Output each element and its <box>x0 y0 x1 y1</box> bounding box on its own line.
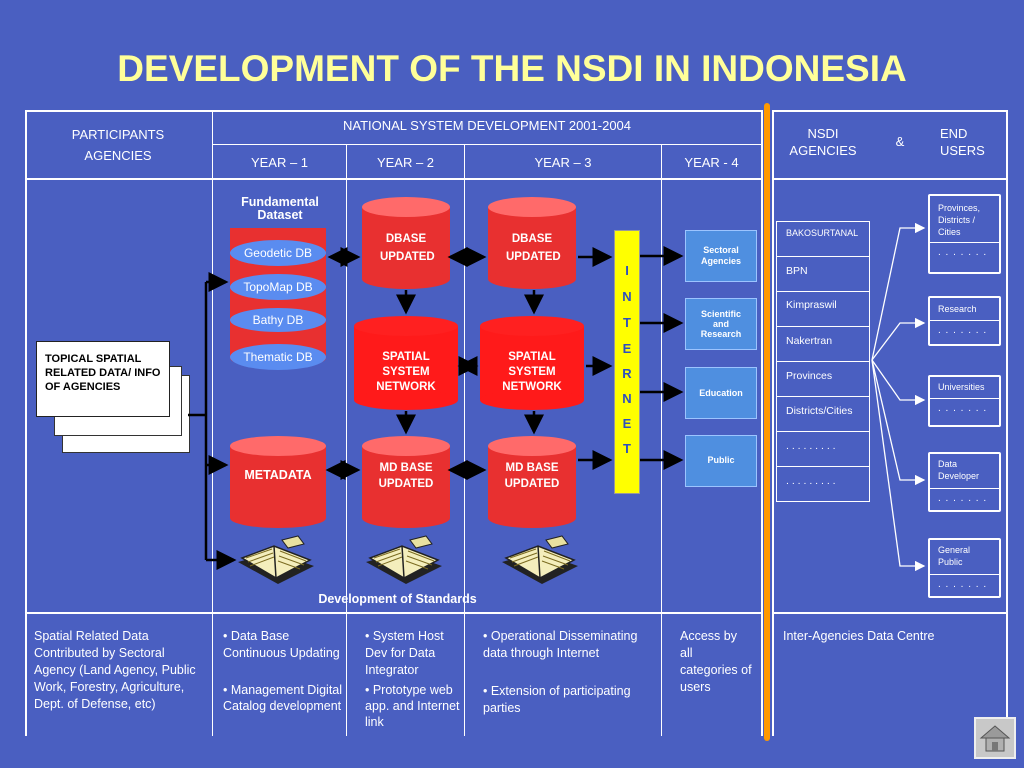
home-icon <box>979 725 1011 752</box>
spatial-network-label-1: SPATIAL SYSTEM NETWORK <box>376 351 436 393</box>
end-user-title: Research <box>938 304 977 314</box>
fundamental-title: Fundamental Dataset <box>241 195 319 222</box>
dbase-updated-cylinder-1: DBASE UPDATED <box>362 197 450 289</box>
internet-letter-n1: N <box>622 289 632 304</box>
book-icon <box>238 535 314 584</box>
end-user-title: Provinces, Districts / Cities <box>938 203 981 237</box>
metadata-label: METADATA <box>244 468 312 482</box>
internet-letter-t1: T <box>623 315 631 330</box>
book-icon <box>366 535 442 584</box>
spatial-network-cylinder-2: SPATIAL SYSTEM NETWORK <box>480 316 584 410</box>
orange-divider <box>764 103 770 741</box>
md-base-label-1: MD BASE UPDATED <box>378 462 434 490</box>
end-user-dots: . . . . . . . <box>930 488 999 508</box>
book-icon <box>502 535 578 584</box>
internet-letter-e2: E <box>622 416 632 431</box>
topical-card-text: TOPICAL SPATIAL RELATED DATA/ INFO OF AG… <box>45 353 161 393</box>
agency-item: Provinces <box>776 361 870 396</box>
category-scientific-research: Scientific and Research <box>685 298 757 350</box>
agency-item: BPN <box>776 256 870 291</box>
standards-label: Development of Standards <box>318 592 477 606</box>
topomap-db: TopoMap DB <box>230 274 326 300</box>
category-label-sectoral: Sectoral Agencies <box>700 245 742 266</box>
home-button[interactable] <box>974 717 1016 759</box>
header-end-users: END USERS <box>940 126 985 158</box>
agency-list: BAKOSURTANAL BPN Kimpraswil Nakertran Pr… <box>776 221 870 502</box>
agency-item: Districts/Cities <box>776 396 870 431</box>
agency-item: Nakertran <box>776 326 870 361</box>
end-user-general-public: General Public . . . . . . . <box>928 538 1001 598</box>
dbase-label-2: DBASE UPDATED <box>506 233 561 263</box>
bottom-year2-item: • System Host Dev for Data Integrator <box>365 629 444 677</box>
agency-label: Kimpraswil <box>786 299 837 311</box>
bottom-year3-item: • Operational Disseminating data through… <box>483 629 638 660</box>
dbase-updated-cylinder-2: DBASE UPDATED <box>488 197 576 289</box>
thematic-db: Thematic DB <box>230 344 326 370</box>
bottom-nsdi: Inter-Agencies Data Centre <box>783 629 935 643</box>
end-user-provinces: Provinces, Districts / Cities . . . . . … <box>928 194 1001 274</box>
header-year-2: YEAR – 2 <box>376 155 435 170</box>
header-national: NATIONAL SYSTEM DEVELOPMENT 2001-2004 <box>342 118 632 133</box>
end-user-data-developer: Data Developer . . . . . . . <box>928 452 1001 512</box>
end-user-universities: Universities . . . . . . . <box>928 375 1001 427</box>
bathy-db: Bathy DB <box>230 308 326 332</box>
agency-label: . . . . . . . . . <box>786 440 836 452</box>
end-user-dots: . . . . . . . <box>930 398 999 418</box>
end-user-research: Research . . . . . . . <box>928 296 1001 346</box>
bottom-year1-item: • Management Digital Catalog development <box>223 683 343 713</box>
spatial-network-label-2: SPATIAL SYSTEM NETWORK <box>502 351 562 393</box>
agency-item: . . . . . . . . . <box>776 466 870 501</box>
category-public: Public <box>685 435 757 487</box>
internet-bar: I N T E R N E T <box>614 230 640 494</box>
header-participants: PARTICIPANTS AGENCIES <box>71 127 165 163</box>
header-ampersand: & <box>895 134 905 149</box>
agency-item: Kimpraswil <box>776 291 870 326</box>
agency-item: . . . . . . . . . <box>776 431 870 466</box>
md-base-label-2: MD BASE UPDATED <box>504 462 560 490</box>
end-user-title: General Public <box>938 545 971 567</box>
end-user-title: Data Developer <box>938 459 980 481</box>
category-sectoral-agencies: Sectoral Agencies <box>685 230 757 282</box>
bottom-year3-item: • Extension of participating parties <box>483 684 631 715</box>
category-label-education: Education <box>699 388 743 398</box>
page-title: DEVELOPMENT OF THE NSDI IN INDONESIA <box>117 48 907 89</box>
header-year-1: YEAR – 1 <box>250 155 309 170</box>
agency-item: BAKOSURTANAL <box>776 221 870 256</box>
topical-card: TOPICAL SPATIAL RELATED DATA/ INFO OF AG… <box>36 341 170 417</box>
bottom-year1-item: • Data Base Continuous Updating <box>223 629 340 660</box>
fundamental-cylinder: Geodetic DB TopoMap DB Bathy DB Thematic… <box>230 218 326 370</box>
md-base-cylinder-1: MD BASE UPDATED <box>362 436 450 528</box>
md-base-cylinder-2: MD BASE UPDATED <box>488 436 576 528</box>
category-label-public: Public <box>707 455 735 465</box>
internet-letter-e1: E <box>622 341 632 356</box>
agency-label: Districts/Cities <box>786 405 853 417</box>
geodetic-db: Geodetic DB <box>230 240 326 266</box>
category-label-scientific: Scientific and Research <box>700 309 742 339</box>
internet-letter-r: R <box>622 366 632 381</box>
header-year-4: YEAR - 4 <box>684 155 739 170</box>
bottom-participants: Spatial Related Data Contributed by Sect… <box>34 629 196 711</box>
dbase-label-1: DBASE UPDATED <box>380 233 435 263</box>
category-education: Education <box>685 367 757 419</box>
internet-letter-i: I <box>625 263 629 278</box>
agency-label: Provinces <box>786 370 833 382</box>
header-nsdi-agencies: NSDI AGENCIES <box>789 126 857 158</box>
internet-letter-n2: N <box>622 391 632 406</box>
header-year-3: YEAR – 3 <box>534 155 592 170</box>
internet-letter-t2: T <box>623 441 631 456</box>
bottom-year4: Access by all categories of users <box>680 629 752 694</box>
end-user-dots: . . . . . . . <box>930 242 999 262</box>
agency-label: BAKOSURTANAL <box>786 228 859 238</box>
agency-label: BPN <box>786 265 808 277</box>
metadata-cylinder: METADATA <box>230 436 326 528</box>
end-user-dots: . . . . . . . <box>930 574 999 594</box>
bottom-year2-item: • Prototype web app. and Internet link <box>365 683 460 729</box>
end-user-title: Universities <box>938 382 985 392</box>
agency-label: . . . . . . . . . <box>786 475 836 487</box>
spatial-network-cylinder-1: SPATIAL SYSTEM NETWORK <box>354 316 458 410</box>
agency-label: Nakertran <box>786 335 833 347</box>
end-user-dots: . . . . . . . <box>930 320 999 340</box>
